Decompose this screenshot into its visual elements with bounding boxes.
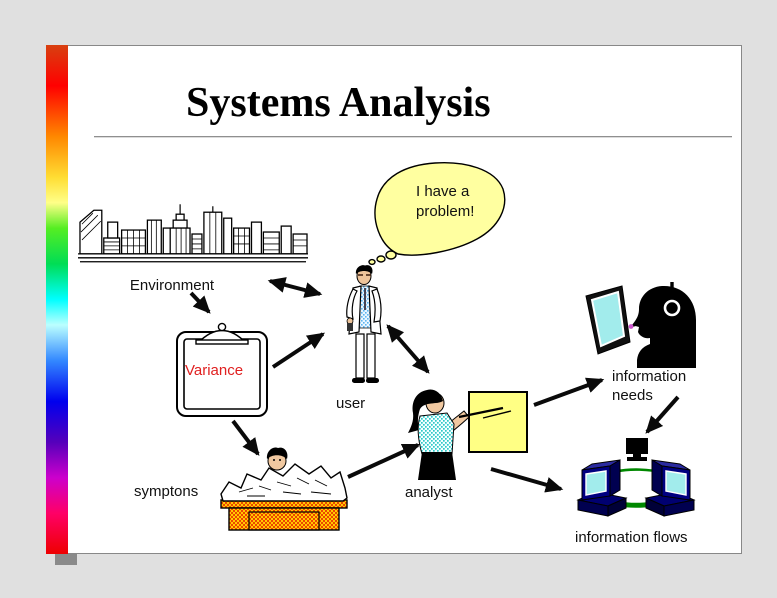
variance-label: Variance bbox=[185, 362, 244, 379]
thought-bubble-text: I have a problem! bbox=[416, 183, 475, 220]
desk-buried-in-papers-icon bbox=[220, 447, 348, 531]
businessman-icon bbox=[346, 265, 382, 383]
title-divider bbox=[94, 136, 732, 138]
environment-label: Environment bbox=[129, 277, 215, 294]
networked-computers-icon bbox=[576, 438, 695, 517]
city-skyline-icon bbox=[78, 204, 308, 263]
information-needs-label: information needs bbox=[612, 368, 687, 404]
analyst-label: analyst bbox=[405, 484, 453, 501]
headset-operator-icon bbox=[585, 282, 696, 368]
thought-bubble-icon bbox=[368, 162, 506, 266]
slide-title: Systems Analysis bbox=[186, 80, 491, 126]
presenter-with-board-icon bbox=[408, 389, 528, 480]
symptons-label: symptons bbox=[134, 483, 199, 500]
user-label: user bbox=[336, 395, 366, 412]
information-flows-label: information flows bbox=[575, 529, 688, 546]
clipboard-icon bbox=[176, 322, 268, 417]
rainbow-bar bbox=[46, 45, 68, 554]
